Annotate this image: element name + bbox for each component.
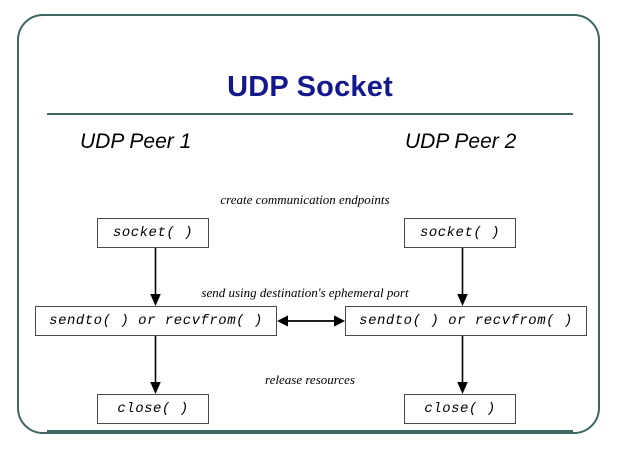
annotation-send-ephemeral-port-text: send using destination's ephemeral port: [201, 285, 409, 300]
annotation-send-ephemeral-port: send using destination's ephemeral port: [0, 285, 620, 301]
arrow-down-icon-left-socket-to-io: [149, 248, 162, 306]
arrow-down-icon-left-io-to-close: [149, 336, 162, 394]
annotation-release-resources-text: release resources: [265, 372, 355, 387]
arrow-down-icon-right-io-to-close: [456, 336, 469, 394]
column-header-peer-2: UDP Peer 2: [405, 130, 517, 153]
call-box-close-right[interactable]: close( ): [404, 394, 516, 424]
slide-frame-border: [17, 14, 600, 434]
title-divider: [47, 113, 573, 115]
bottom-divider: [47, 430, 573, 432]
call-box-socket-right[interactable]: socket( ): [404, 218, 516, 248]
call-box-close-left[interactable]: close( ): [97, 394, 209, 424]
column-header-peer-1: UDP Peer 1: [80, 130, 192, 153]
call-box-sendto-recvfrom-right[interactable]: sendto( ) or recvfrom( ): [345, 306, 587, 336]
page-title: UDP Socket: [227, 71, 393, 103]
call-box-sendto-recvfrom-left[interactable]: sendto( ) or recvfrom( ): [35, 306, 277, 336]
annotation-create-endpoints: create communication endpoints: [0, 192, 620, 208]
arrow-left-right-icon-datagram-exchange: [277, 313, 345, 329]
call-box-socket-left[interactable]: socket( ): [97, 218, 209, 248]
annotation-create-endpoints-text: create communication endpoints: [220, 192, 390, 207]
annotation-release-resources: release resources: [0, 372, 620, 388]
arrow-down-icon-right-socket-to-io: [456, 248, 469, 306]
